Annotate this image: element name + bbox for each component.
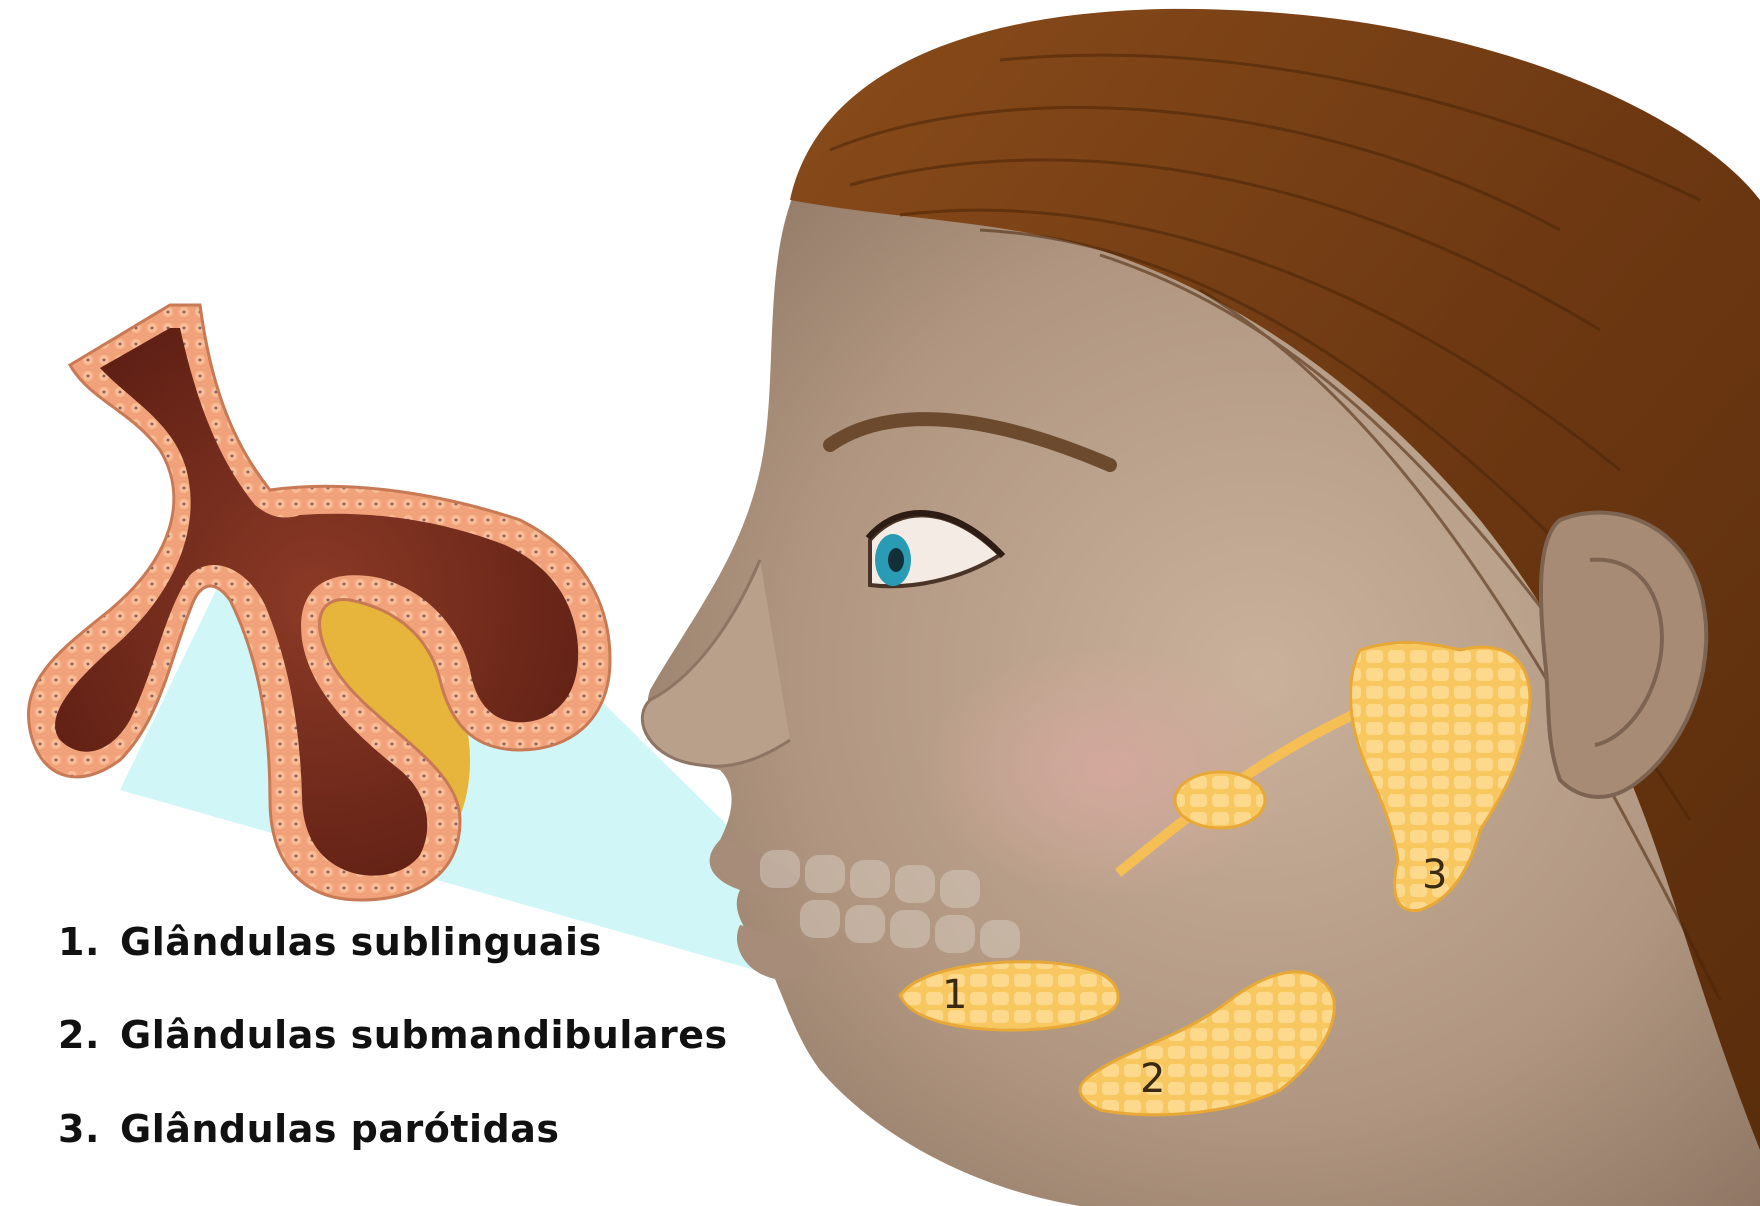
legend-number: 2.: [58, 1013, 120, 1057]
legend-number: 1.: [58, 920, 120, 964]
legend-label: Glândulas parótidas: [120, 1107, 560, 1151]
legend-label: Glândulas submandibulares: [120, 1013, 728, 1057]
cheek-blush: [920, 640, 1300, 900]
legend-label: Glândulas sublinguais: [120, 920, 602, 964]
legend-number: 3.: [58, 1107, 120, 1151]
legend-item-sublingual: 1.Glândulas sublinguais: [58, 920, 602, 964]
parotid-label: 3: [1422, 852, 1447, 898]
parotid-duct-node: [1175, 772, 1265, 828]
legend-item-parotid: 3.Glândulas parótidas: [58, 1107, 560, 1151]
submandibular-label: 2: [1140, 1056, 1165, 1102]
sublingual-label: 1: [942, 972, 967, 1018]
legend-item-submandibular: 2.Glândulas submandibulares: [58, 1013, 728, 1057]
